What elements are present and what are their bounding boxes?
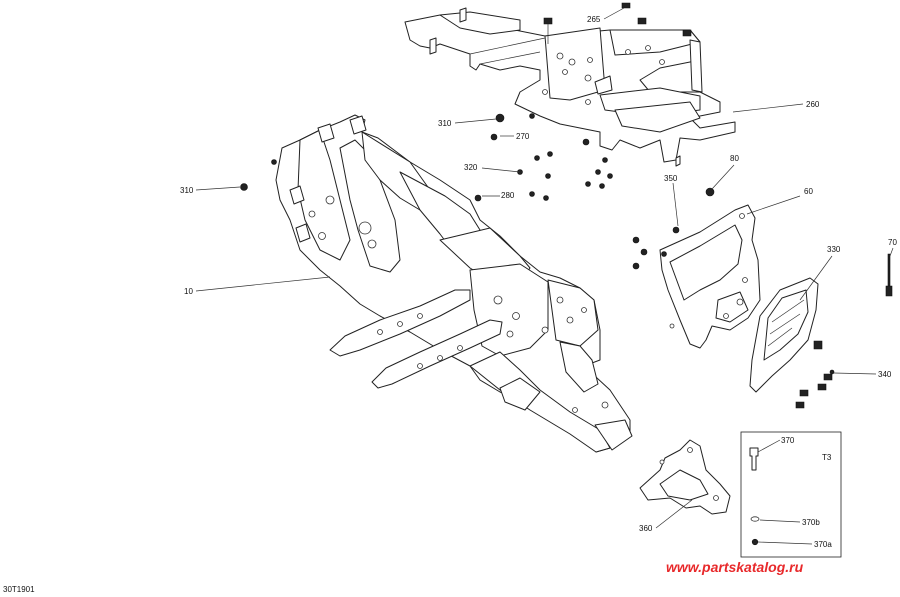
callout-310-lower: 310 <box>180 186 194 195</box>
inset-label-t3: T3 <box>822 453 832 462</box>
inset-box <box>740 431 842 558</box>
callout-370: 370 <box>781 436 795 445</box>
callout-340: 340 <box>878 370 892 379</box>
main-frame-part <box>275 114 633 453</box>
callout-260: 260 <box>806 100 820 109</box>
callout-360: 360 <box>639 524 653 533</box>
callout-labels: 265 260 310 270 320 310 280 10 80 350 60… <box>180 15 897 549</box>
callout-370a: 370a <box>814 540 832 549</box>
callout-310-upper: 310 <box>438 119 452 128</box>
front-bracket-part <box>659 204 761 349</box>
callout-330: 330 <box>827 245 841 254</box>
callout-60: 60 <box>804 187 813 196</box>
rear-subframe-part <box>404 7 736 167</box>
callout-270: 270 <box>516 132 530 141</box>
callout-70: 70 <box>888 238 897 247</box>
callout-80: 80 <box>730 154 739 163</box>
callout-280: 280 <box>501 191 515 200</box>
fasteners <box>240 2 893 409</box>
callout-10: 10 <box>184 287 193 296</box>
skid-plate-part <box>749 277 819 393</box>
callout-350: 350 <box>664 174 678 183</box>
callout-320: 320 <box>464 163 478 172</box>
diagram-reference-code: 30T1901 <box>3 585 35 594</box>
callout-265: 265 <box>587 15 601 24</box>
leader-lines <box>195 7 894 529</box>
callout-370b: 370b <box>802 518 820 527</box>
lower-bracket-part <box>639 439 731 515</box>
watermark-link[interactable]: www.partskatalog.ru <box>666 559 804 575</box>
